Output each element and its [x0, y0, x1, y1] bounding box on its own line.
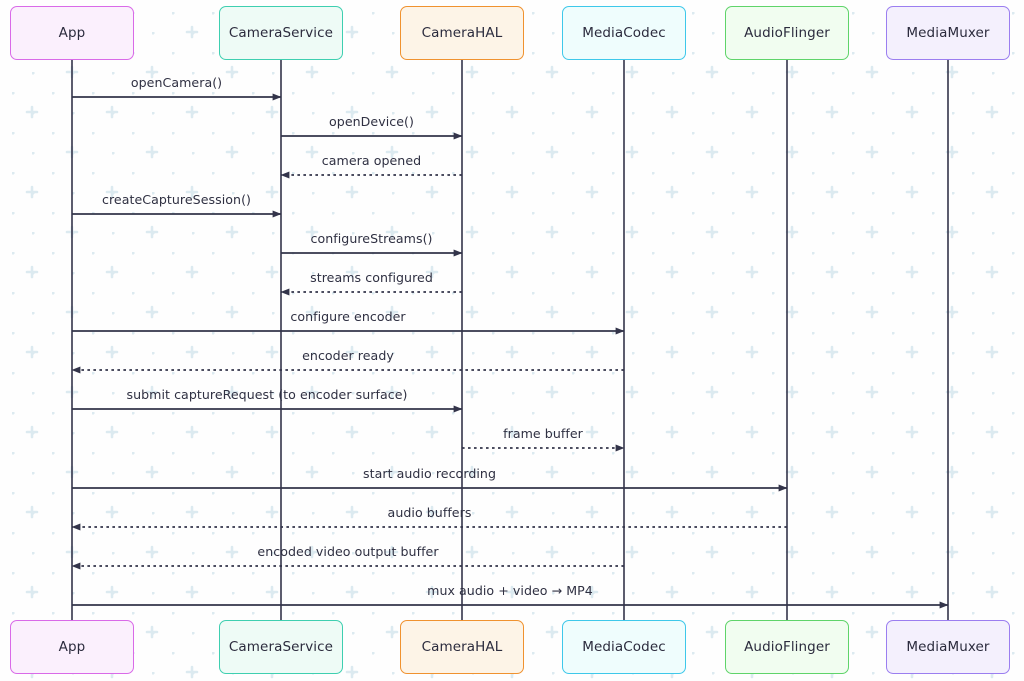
participant-cameraservice-header[interactable]: CameraService	[219, 6, 343, 60]
participant-label: App	[58, 25, 86, 41]
participant-label: CameraHAL	[421, 25, 503, 41]
message-label-m4: createCaptureSession()	[101, 192, 252, 207]
participant-label: MediaCodec	[582, 25, 666, 41]
message-label-m13: encoded video output buffer	[257, 544, 439, 559]
message-label-m7: configure encoder	[290, 309, 406, 324]
participant-cameraservice-footer[interactable]: CameraService	[219, 620, 343, 674]
participant-mediacodec-footer[interactable]: MediaCodec	[562, 620, 686, 674]
participant-audioflinger-footer[interactable]: AudioFlinger	[725, 620, 849, 674]
participant-label: AudioFlinger	[744, 639, 830, 655]
message-label-m12: audio buffers	[387, 505, 472, 520]
message-label-m2: openDevice()	[329, 114, 414, 129]
participant-label: MediaCodec	[582, 639, 666, 655]
participant-label: AudioFlinger	[744, 25, 830, 41]
participant-mediamuxer-footer[interactable]: MediaMuxer	[886, 620, 1010, 674]
message-label-m6: streams configured	[310, 270, 433, 285]
message-label-m9: submit captureRequest (to encoder surfac…	[126, 387, 408, 402]
participant-mediacodec-header[interactable]: MediaCodec	[562, 6, 686, 60]
message-label-m10: frame buffer	[503, 426, 583, 441]
participant-label: MediaMuxer	[906, 25, 990, 41]
participant-label: App	[58, 639, 86, 655]
message-label-m14: mux audio + video → MP4	[427, 583, 593, 598]
participant-label: CameraService	[228, 639, 334, 655]
participant-camerahal-footer[interactable]: CameraHAL	[400, 620, 524, 674]
message-label-m3: camera opened	[321, 153, 422, 168]
messages-group	[71, 93, 949, 609]
message-label-m1: openCamera()	[130, 75, 223, 90]
message-label-m8: encoder ready	[302, 348, 394, 363]
message-label-m5: configureStreams()	[310, 231, 433, 246]
participant-app-footer[interactable]: App	[10, 620, 134, 674]
participant-camerahal-header[interactable]: CameraHAL	[400, 6, 524, 60]
participant-label: MediaMuxer	[906, 639, 990, 655]
participant-label: CameraHAL	[421, 639, 503, 655]
participant-mediamuxer-header[interactable]: MediaMuxer	[886, 6, 1010, 60]
lifelines-group	[71, 60, 949, 620]
participant-label: CameraService	[228, 25, 334, 41]
participant-app-header[interactable]: App	[10, 6, 134, 60]
message-label-m11: start audio recording	[363, 466, 496, 481]
participant-audioflinger-header[interactable]: AudioFlinger	[725, 6, 849, 60]
